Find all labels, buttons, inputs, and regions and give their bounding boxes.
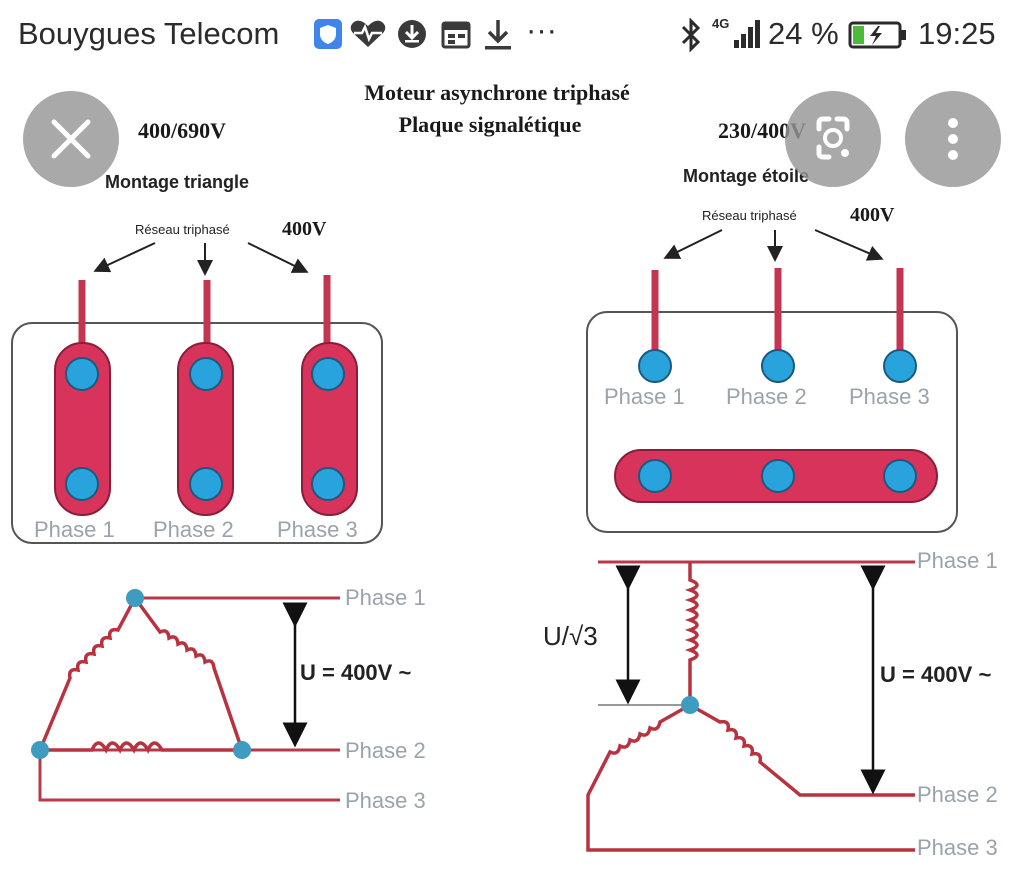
bluetooth-icon (678, 17, 704, 57)
calendar-icon (440, 18, 472, 55)
right-phase3-label: Phase 3 (917, 835, 998, 860)
signal-icon: 4G (710, 14, 762, 57)
battery-level-fill (853, 26, 864, 44)
image-viewer: Moteur asynchrone triphasé Plaque signal… (0, 72, 1024, 887)
carrier-name: Bouygues Telecom (18, 16, 280, 51)
overflow-dots: ··· (526, 12, 557, 47)
status-bar: Bouygues Telecom ··· 4G 24 % 19: (0, 0, 1024, 72)
left-mount-label: Montage triangle (105, 172, 249, 192)
motor-diagram-image: Moteur asynchrone triphasé Plaque signal… (11, 80, 998, 860)
left-network-voltage: 400V (282, 218, 327, 240)
network-type-label: 4G (712, 16, 729, 31)
right-u-label: U = 400V ~ (880, 662, 991, 687)
right-box-phase2: Phase 2 (726, 384, 807, 409)
right-u-sqrt-label: U/√3 (543, 621, 598, 651)
left-phase1-label: Phase 1 (345, 585, 426, 610)
right-box-phase1: Phase 1 (604, 384, 685, 409)
left-u-label: U = 400V ~ (300, 660, 411, 685)
more-vert-icon (948, 118, 958, 160)
clock: 19:25 (918, 16, 996, 51)
right-phase2-label: Phase 2 (917, 782, 998, 807)
right-network-label: Réseau triphasé (702, 208, 797, 223)
more-options-button[interactable] (905, 91, 1001, 187)
battery-charging-icon (848, 20, 908, 55)
left-box-phase1: Phase 1 (34, 517, 115, 542)
diagram-title: Moteur asynchrone triphasé (364, 80, 630, 105)
close-button[interactable] (23, 91, 119, 187)
left-phase2-label: Phase 2 (345, 738, 426, 763)
download-circle-icon (396, 18, 428, 55)
left-voltage: 400/690V (138, 118, 226, 143)
left-box-phase2: Phase 2 (153, 517, 234, 542)
right-phase1-label: Phase 1 (917, 548, 998, 573)
left-box-phase3: Phase 3 (277, 517, 358, 542)
right-mount-label: Montage étoile (683, 166, 809, 186)
delta-link-1 (54, 342, 111, 516)
left-phase3-label: Phase 3 (345, 788, 426, 813)
right-box-phase3: Phase 3 (849, 384, 930, 409)
shield-icon (313, 18, 343, 55)
battery-percent: 24 % (768, 16, 839, 51)
right-network-voltage: 400V (850, 204, 895, 226)
delta-link-2 (177, 342, 234, 516)
download-icon (482, 18, 514, 57)
delta-link-3 (301, 342, 358, 516)
lens-search-button[interactable] (785, 91, 881, 187)
close-icon (51, 119, 91, 159)
diagram-subtitle: Plaque signalétique (399, 112, 582, 137)
left-network-label: Réseau triphasé (135, 222, 230, 237)
lens-search-icon (816, 116, 850, 160)
heart-pulse-icon (349, 18, 387, 55)
